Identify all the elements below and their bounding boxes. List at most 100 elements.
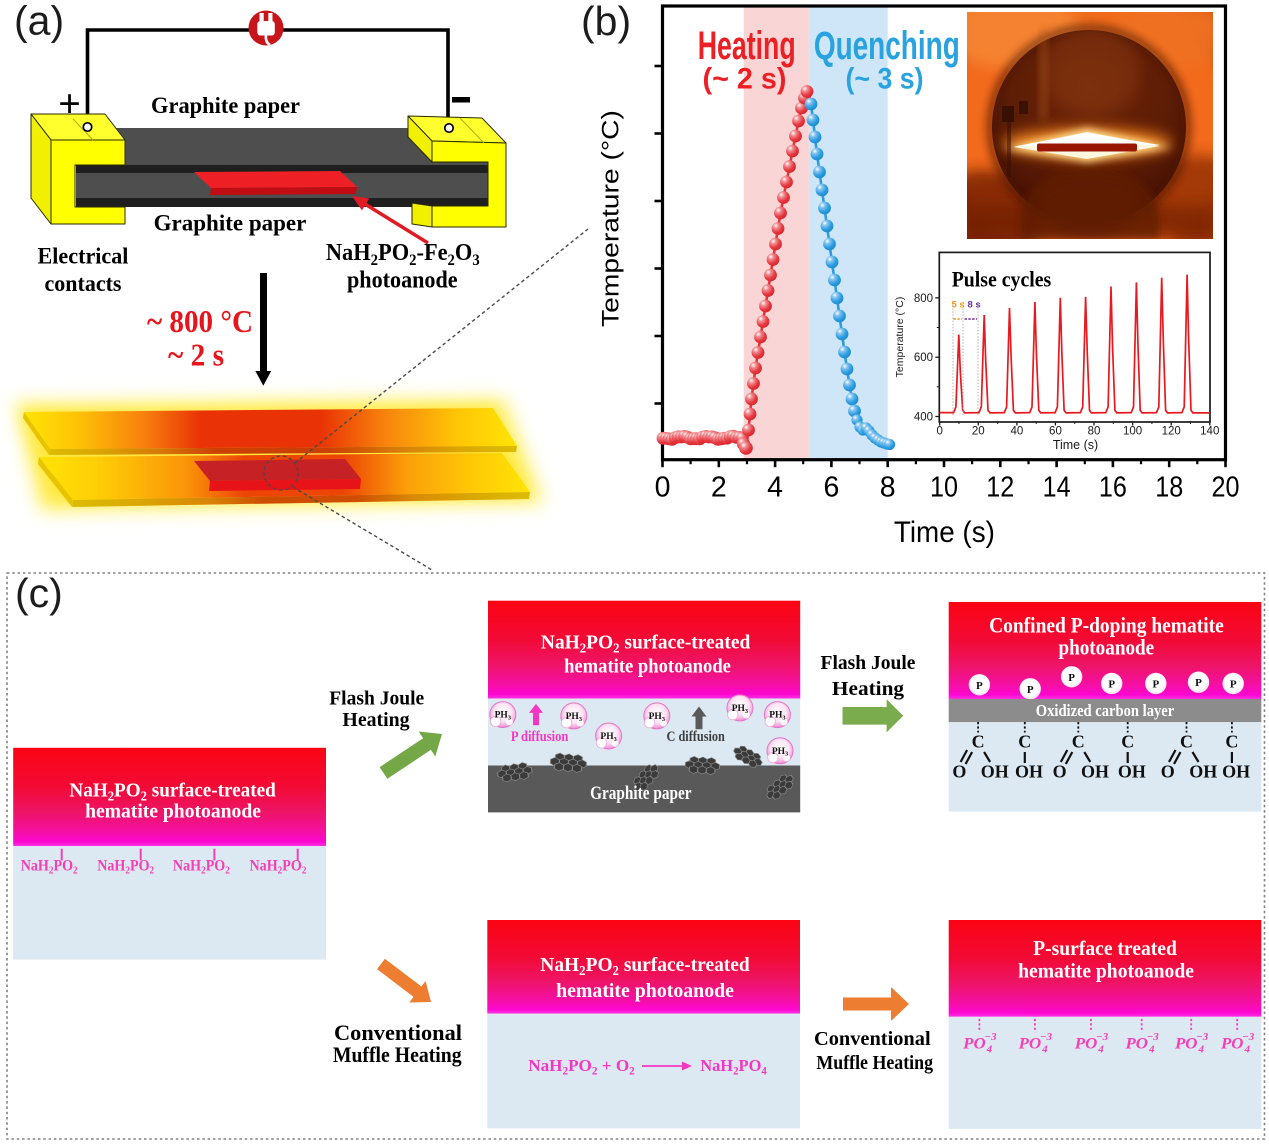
svg-text:Conventional: Conventional	[814, 1028, 931, 1050]
svg-text:PO: PO	[962, 1034, 986, 1052]
svg-text:PO: PO	[1220, 1034, 1244, 1052]
svg-text:Muffle Heating: Muffle Heating	[333, 1042, 462, 1068]
svg-text:OH: OH	[1189, 762, 1217, 782]
svg-text:4: 4	[1243, 1044, 1250, 1056]
svg-text:NaH2​PO2​-Fe2​O3​: NaH2​PO2​-Fe2​O3​	[326, 239, 480, 269]
svg-text:NaH2​PO2​: NaH2​PO2​	[173, 858, 230, 877]
svg-text:Electrical: Electrical	[38, 243, 129, 268]
svg-text:photoanode: photoanode	[1058, 636, 1154, 659]
svg-text:O: O	[952, 762, 966, 782]
svg-text:8: 8	[880, 472, 896, 504]
svg-text:0: 0	[936, 426, 942, 438]
svg-text:4: 4	[1041, 1044, 1048, 1056]
svg-text:Muffle Heating: Muffle Heating	[816, 1052, 933, 1074]
svg-text:100: 100	[1123, 426, 1142, 438]
svg-text:Flash Joule: Flash Joule	[821, 652, 916, 675]
svg-text:−3: −3	[1147, 1031, 1160, 1043]
svg-text:P: P	[1152, 679, 1159, 691]
svg-text:PH3​: PH3​	[769, 711, 785, 722]
svg-text:PO: PO	[1174, 1034, 1198, 1052]
svg-text:−3: −3	[1196, 1031, 1209, 1043]
svg-text:Oxidized carbon layer: Oxidized carbon layer	[1036, 702, 1175, 720]
svg-text:14: 14	[1043, 471, 1071, 503]
svg-text:PO: PO	[1074, 1034, 1098, 1052]
svg-text:5 s: 5 s	[952, 300, 965, 311]
svg-text:120: 120	[1162, 426, 1181, 438]
svg-text:Flash Joule: Flash Joule	[329, 687, 424, 710]
svg-text:P: P	[1195, 677, 1202, 689]
svg-text:P-surface treated: P-surface treated	[1033, 937, 1177, 960]
svg-text:Graphite paper: Graphite paper	[151, 93, 300, 118]
svg-text:4: 4	[767, 472, 783, 504]
svg-text:PH3​: PH3​	[566, 712, 582, 723]
svg-text:Time (s): Time (s)	[1053, 438, 1098, 452]
svg-text:C: C	[972, 732, 985, 752]
svg-text:PO: PO	[1124, 1034, 1148, 1052]
svg-text:0: 0	[655, 472, 671, 504]
svg-text:O: O	[1161, 762, 1175, 782]
svg-text:C: C	[1180, 732, 1193, 752]
svg-text:P: P	[976, 680, 983, 692]
svg-text:8 s: 8 s	[968, 300, 981, 311]
svg-text:PH3​: PH3​	[495, 711, 511, 722]
svg-text:(~ 2 s): (~ 2 s)	[703, 62, 787, 96]
svg-text:60: 60	[1049, 426, 1062, 438]
svg-text:C: C	[1121, 732, 1134, 752]
svg-text:6: 6	[823, 472, 839, 504]
svg-text:PH3​: PH3​	[732, 704, 748, 715]
svg-text:hematite photoanode: hematite photoanode	[564, 656, 731, 678]
svg-text:contacts: contacts	[45, 270, 122, 296]
svg-text:~ 2 s: ~ 2 s	[168, 337, 224, 372]
svg-text:OH: OH	[1081, 762, 1109, 782]
svg-text:Graphite paper: Graphite paper	[590, 782, 692, 803]
svg-text:80: 80	[1088, 426, 1101, 438]
svg-text:Graphite paper: Graphite paper	[154, 211, 307, 236]
svg-text:OH: OH	[1015, 762, 1043, 782]
svg-text:P diffusion: P diffusion	[511, 728, 569, 744]
svg-text:(b): (b)	[581, 0, 631, 44]
svg-text:Temperature (°C): Temperature (°C)	[597, 110, 624, 327]
svg-text:(a): (a)	[14, 0, 64, 44]
svg-text:photoanode: photoanode	[347, 265, 458, 292]
svg-text:NaH2​PO2​ + O2​: NaH2​PO2​ + O2​	[528, 1056, 635, 1077]
svg-text:20: 20	[1212, 471, 1240, 503]
svg-text:NaH2​PO2​: NaH2​PO2​	[21, 858, 78, 877]
svg-text:Temperature (°C): Temperature (°C)	[894, 297, 906, 378]
svg-text:600: 600	[914, 352, 933, 364]
svg-text:4: 4	[1197, 1044, 1204, 1056]
svg-text:Confined P-doping hematite: Confined P-doping hematite	[989, 614, 1224, 638]
svg-text:Time (s): Time (s)	[894, 516, 995, 549]
svg-text:OH: OH	[981, 762, 1009, 782]
svg-text:O: O	[1053, 762, 1067, 782]
svg-text:4: 4	[1148, 1044, 1155, 1056]
svg-text:Heating: Heating	[698, 24, 796, 69]
svg-text:Heating: Heating	[342, 709, 409, 731]
svg-text:40: 40	[1010, 426, 1023, 438]
svg-text:NaH2​PO2​ surface-treated: NaH2​PO2​ surface-treated	[540, 954, 749, 979]
svg-text:Conventional: Conventional	[334, 1020, 462, 1045]
svg-text:C: C	[1225, 732, 1238, 752]
svg-text:Heating: Heating	[832, 676, 905, 700]
svg-text:P: P	[1108, 679, 1115, 691]
svg-text:4: 4	[1097, 1044, 1104, 1056]
svg-text:18: 18	[1155, 471, 1183, 503]
svg-text:NaH2​PO2​: NaH2​PO2​	[97, 858, 154, 877]
svg-text:NaH2​PO4​: NaH2​PO4​	[700, 1056, 767, 1078]
svg-text:hematite photoanode: hematite photoanode	[85, 800, 261, 822]
svg-text:OH: OH	[1118, 762, 1146, 782]
svg-text:−3: −3	[984, 1031, 997, 1043]
svg-text:~ 800 °C: ~ 800 °C	[147, 304, 253, 340]
svg-text:10: 10	[930, 471, 958, 503]
svg-text:800: 800	[914, 293, 933, 305]
svg-text:PH3​: PH3​	[600, 732, 616, 743]
svg-text:16: 16	[1099, 471, 1127, 503]
svg-text:PH3​: PH3​	[649, 712, 665, 723]
svg-text:P: P	[1230, 679, 1237, 691]
svg-text:400: 400	[914, 412, 933, 424]
svg-text:hematite photoanode: hematite photoanode	[556, 980, 734, 1002]
svg-text:PO: PO	[1018, 1034, 1042, 1052]
svg-text:12: 12	[986, 471, 1014, 503]
svg-text:+: +	[58, 81, 81, 126]
svg-text:(c): (c)	[15, 570, 63, 616]
svg-text:NaH2​PO2​ surface-treated: NaH2​PO2​ surface-treated	[541, 631, 750, 656]
